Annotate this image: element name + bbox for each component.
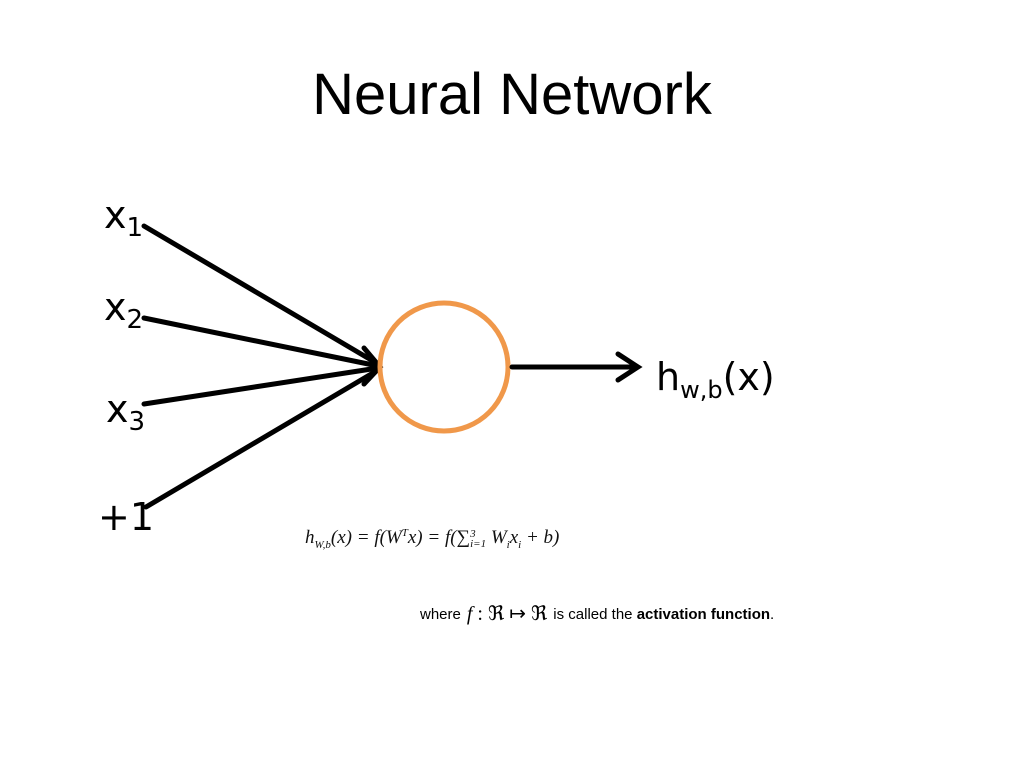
input-label-x1: x1 xyxy=(104,193,143,243)
note-suffix: . xyxy=(770,606,775,623)
slide-title: Neural Network xyxy=(312,62,712,127)
edge-bias xyxy=(143,367,381,510)
neuron-node xyxy=(377,300,511,434)
edge-x3 xyxy=(141,365,381,407)
note-prefix: where xyxy=(420,606,461,623)
mapping-expression: f : ℜ ↦ ℜ xyxy=(466,603,548,625)
edge-x2 xyxy=(141,315,381,369)
output-arrowhead xyxy=(615,351,643,383)
edge-x1 xyxy=(141,223,381,367)
output-label: hw,b(x) xyxy=(656,355,775,404)
input-label-bias: +1 xyxy=(98,495,154,539)
activation-note: where f : ℜ ↦ ℜ is called the activation f… xyxy=(420,600,774,625)
input-label-x2: x2 xyxy=(104,285,143,335)
note-middle: is called the xyxy=(553,606,633,623)
activation-function-term: activation function xyxy=(636,606,771,623)
input-label-x3: x3 xyxy=(106,387,145,437)
